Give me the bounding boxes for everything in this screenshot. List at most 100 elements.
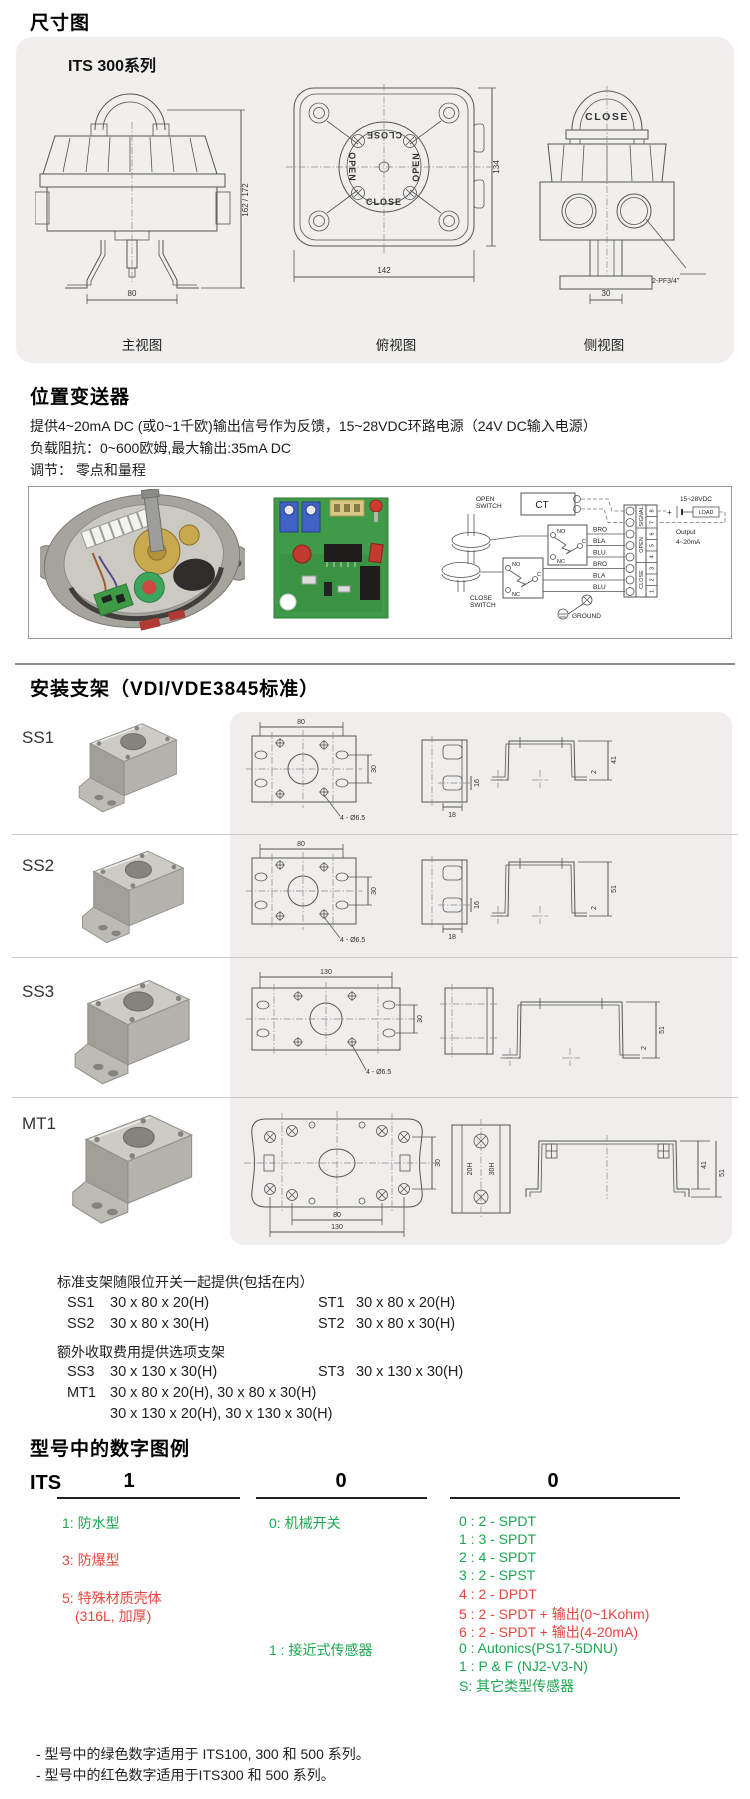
output-label-1: Output (676, 529, 696, 536)
provide-row-2-dims-a: 30 x 80 x 30(H) (110, 1316, 210, 1332)
row-divider-2 (12, 957, 738, 958)
output-label-2: 4~20mA (676, 539, 701, 546)
wire-label-bro-2: BRO (593, 561, 607, 568)
model-underline-3 (450, 1497, 680, 1499)
switch2-no: NO (512, 562, 521, 568)
bracket-row-label-ss1: SS1 (22, 728, 55, 747)
terminal-7: 7 (650, 521, 656, 524)
ss1-holes: 4 - Ø6.5 (340, 815, 365, 822)
provide-row-1: SS1 30 x 80 x 20(H) ST1 30 x 80 x 20(H) (0, 1295, 750, 1315)
ss1-side-width: 18 (448, 812, 456, 819)
wire-label-bla-1: BLA (593, 538, 606, 545)
ss3-holes: 4 - Ø6.5 (366, 1069, 391, 1076)
legend-col3-item-2: 1 : 3 - SPDT (459, 1531, 537, 1547)
mt1-profile-41: 41 (701, 1161, 708, 1169)
legend-col1-item-4: (316L, 加厚) (75, 1608, 152, 1624)
ss2-holes: 4 - Ø6.5 (340, 937, 365, 944)
close-switch-label-2: SWITCH (470, 602, 496, 609)
ss3-profile-height: 51 (659, 1026, 666, 1034)
bracket-drawing-mt1: 80 130 30 20H 30H 41 51 (244, 1111, 726, 1237)
transmitter-pcb-photo (273, 497, 389, 619)
wire-label-blu-2: BLU (593, 584, 606, 591)
terminal-1: 1 (650, 590, 656, 593)
front-width-dim: 80 (128, 289, 137, 298)
option-row-1-dims-b: 30 x 130 x 30(H) (356, 1364, 464, 1380)
bracket-photo-ss2 (81, 850, 184, 944)
mt1-plan-width-80: 80 (333, 1212, 341, 1219)
provide-row-1-dims-b: 30 x 80 x 20(H) (356, 1295, 456, 1311)
side-dome-label: CLOSE (585, 111, 629, 123)
option-row-2: MT1 30 x 80 x 20(H), 30 x 80 x 30(H) (0, 1385, 750, 1405)
footnote-green: - 型号中的绿色数字适用于 ITS100, 300 和 500 系列。 (36, 1746, 370, 1762)
provide-row-2-label-b: ST2 (318, 1316, 345, 1332)
terminal-4: 4 (650, 555, 656, 558)
terminal-3: 3 (650, 567, 656, 570)
switch2-nc: NC (512, 592, 520, 598)
transmitter-housing-photo (40, 489, 245, 631)
provide-row-2: SS2 30 x 80 x 30(H) ST2 30 x 80 x 30(H) (0, 1316, 750, 1336)
option-row-3: 30 x 130 x 20(H), 30 x 130 x 30(H) (0, 1406, 750, 1426)
provide-row-1-label-b: ST1 (318, 1295, 345, 1311)
model-digit-1: 1 (123, 1470, 135, 1492)
bracket-row-label-mt1: MT1 (22, 1114, 56, 1133)
legend-col3-item-7: 6 : 2 - SPDT + 输出(4-20mA) (459, 1624, 639, 1640)
provide-title: 标准支架随限位开关一起提供(包括在内） (57, 1274, 314, 1290)
option-row-2-label: MT1 (67, 1385, 96, 1401)
ss2-side-width: 18 (448, 934, 456, 941)
top-width-dim: 142 (377, 266, 391, 275)
side-width-dim: 30 (602, 289, 611, 298)
mt1-side-20h: 20H (467, 1163, 474, 1176)
provide-row-1-label-a: SS1 (67, 1295, 95, 1311)
terminal-5: 5 (650, 544, 656, 547)
ss1-profile-thickness: 2 (591, 770, 598, 774)
terminal-6: 6 (650, 532, 656, 535)
front-view-drawing: 80 162 / 172 (35, 93, 250, 304)
open-switch-label-2: SWITCH (476, 503, 502, 510)
bracket-photo-ss3 (74, 979, 190, 1085)
terminal-group-open: OPEN (639, 537, 645, 553)
legend-col3-item-1: 0 : 2 - SPDT (459, 1513, 537, 1529)
top-view-caption: 俯视图 (375, 338, 417, 353)
ss2-profile-height: 51 (611, 885, 618, 893)
ss1-plan-height: 30 (371, 765, 378, 773)
legend-col3-item-8: 0 : Autonics(PS17-5DNU) (459, 1640, 618, 1656)
legend-col3-item-5: 4 : 2 - DPDT (459, 1586, 537, 1602)
front-height-dim: 162 / 172 (241, 183, 250, 217)
side-conduit-dim: 2-PF3/4" (652, 278, 680, 285)
load-label: LOAD (699, 510, 714, 516)
ss1-profile-height: 41 (611, 756, 618, 764)
provide-row-1-dims-a: 30 x 80 x 20(H) (110, 1295, 210, 1311)
model-prefix: ITS (30, 1472, 62, 1494)
dial-open-left: OPEN (347, 152, 357, 182)
open-switch-label-1: OPEN (476, 496, 495, 503)
footnote-red: - 型号中的红色数字适用于ITS300 和 500 系列。 (36, 1767, 335, 1783)
ct-label: CT (535, 500, 548, 511)
provide-row-2-dims-b: 30 x 80 x 30(H) (356, 1316, 456, 1332)
transmitter-line-3: 调节： 零点和量程 (30, 462, 146, 478)
mt1-plan-height: 30 (435, 1159, 442, 1167)
option-row-2-dims: 30 x 80 x 20(H), 30 x 80 x 30(H) (110, 1385, 317, 1401)
front-view-caption: 主视图 (121, 338, 163, 353)
transmitter-line-2: 负载阻抗：0~600欧姆,最大输出:35mA DC (30, 440, 292, 456)
mt1-plan-width-130: 130 (331, 1224, 343, 1231)
legend-col3-item-9: 1 : P & F (NJ2-V3-N) (459, 1658, 588, 1674)
bracket-drawing-panel (230, 712, 732, 1245)
switch2-c: C (537, 572, 541, 578)
option-row-1-label-b: ST3 (318, 1364, 345, 1380)
model-underline-1 (57, 1497, 240, 1499)
bracket-drawing-ss3: 130 30 4 - Ø6.5 51 2 (246, 969, 666, 1076)
switch1-c: C (582, 539, 586, 545)
bracket-section-title: 安装支架（VDI/VDE3845标准） (30, 679, 320, 700)
legend-col1-item-1: 1: 防水型 (62, 1515, 120, 1531)
dial-close-bottom: CLOSE (366, 197, 402, 207)
ss3-plan-width: 130 (320, 969, 332, 976)
top-height-dim: 134 (492, 160, 501, 174)
terminal-2: 2 (650, 578, 656, 581)
option-row-1-dims-a: 30 x 130 x 30(H) (110, 1364, 218, 1380)
option-title: 额外收取费用提供选项支架 (57, 1344, 225, 1360)
switch1-nc: NC (557, 559, 565, 565)
supply-voltage-label: 15~28VDC (680, 496, 712, 503)
dial-close-top: CLOSE (366, 130, 402, 140)
legend-col1-item-2: 3: 防爆型 (62, 1552, 120, 1568)
